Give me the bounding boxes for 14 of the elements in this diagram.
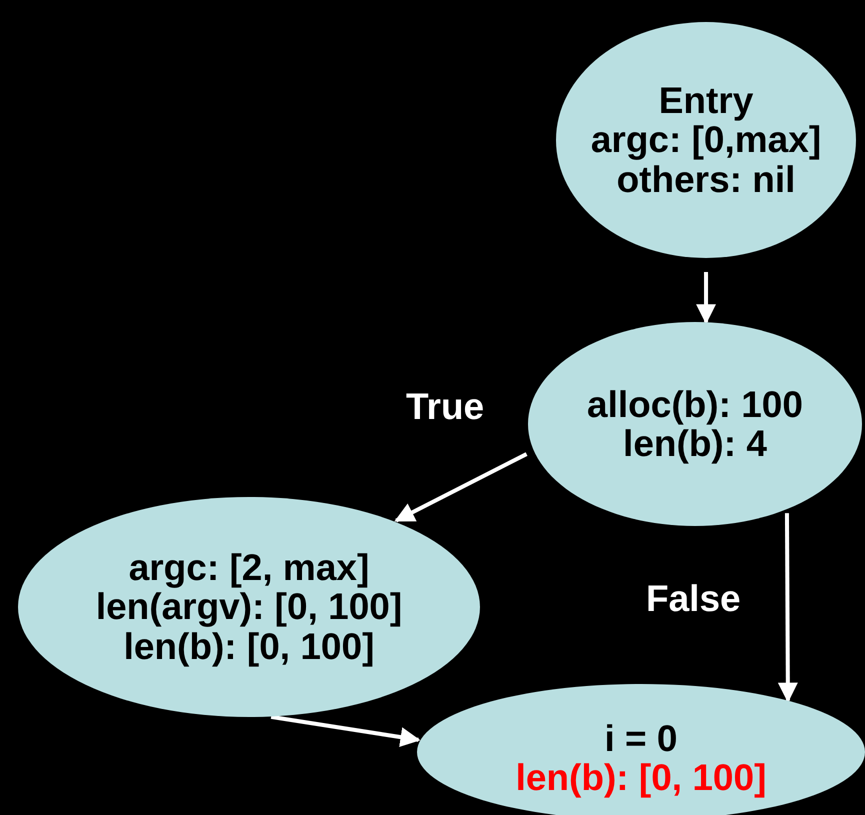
node-text: argc: [2, max] (128, 548, 370, 588)
node-text: len(b): [0, 100] (124, 626, 374, 666)
arrow (394, 452, 528, 522)
node-text: len(b): 4 (623, 424, 767, 464)
node-text: argc: [0,max] (590, 120, 822, 160)
arrow (778, 513, 798, 703)
node-text: len(argv): [0, 100] (96, 587, 402, 627)
arrow (696, 272, 716, 324)
node-text: len(b): [0, 100] (516, 758, 766, 798)
node-text: alloc(b): 100 (587, 384, 803, 424)
node-text: others: nil (616, 160, 796, 199)
node-text: i = 0 (604, 718, 678, 758)
arrow (270, 714, 420, 747)
node-text: Entry (658, 81, 754, 120)
